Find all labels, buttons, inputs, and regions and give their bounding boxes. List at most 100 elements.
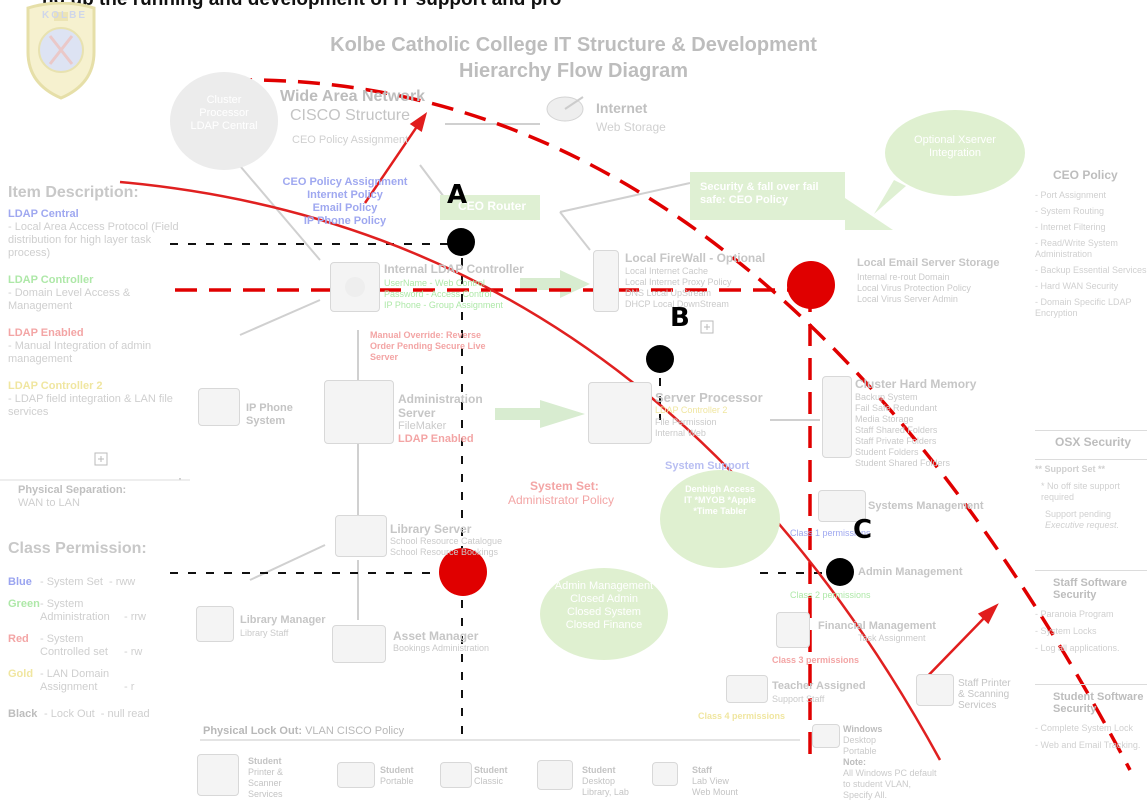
item-desc: - Domain Level Access & Management — [8, 287, 131, 312]
library-server-title: Library Server — [390, 522, 472, 536]
optional-xserver-label: Optional Xserver Integration — [914, 134, 996, 159]
admin-mgmt-bubble: Admin Management Closed Admin Closed Sys… — [540, 568, 668, 660]
bottom-item-title: Student — [582, 765, 616, 775]
note-line: All Windows PC default — [843, 768, 937, 778]
cluster-memory-line: Student Folders — [855, 447, 919, 457]
ceo-policy-list: CEO Policy Assignment Internet Policy Em… — [270, 176, 420, 228]
satellite-dish-icon — [543, 93, 591, 125]
admin-server-sub: FileMaker — [398, 420, 447, 432]
permission-color: Gold — [8, 668, 34, 680]
class2-label: Class 2 permissions — [790, 590, 871, 600]
cluster-memory-lines: Backup System Fail Safe Redundant Media … — [855, 392, 950, 469]
sidebar-item: - Complete System Lock — [1035, 723, 1134, 733]
email-lines: Internal re-rout Domain Local Virus Prot… — [857, 272, 971, 305]
sidebar-item: - Hard WAN Security — [1035, 281, 1119, 291]
bottom-item-title: Student — [474, 765, 508, 775]
library-server-line: School Resource Bookings — [390, 547, 499, 557]
separation-text: WAN to LAN — [18, 497, 80, 509]
optional-xserver-bubble: Optional Xserver Integration — [885, 110, 1025, 196]
firewall-lines: Local Internet Cache Local Internet Prox… — [625, 266, 732, 310]
sidebar-item: - Read/Write System Administration — [1035, 238, 1118, 259]
bottom-item: Student Printer & Scanner Services — [248, 756, 283, 800]
osx-support-set: ** Support Set ** — [1035, 459, 1147, 475]
college-logo — [20, 1, 102, 102]
denbigh-label: Denbigh Access IT *MYOB *Apple *Time Tab… — [683, 484, 756, 516]
class4-label: Class 4 permissions — [698, 711, 786, 721]
staff-software-section: Staff Software Security - Paranoia Progr… — [1035, 570, 1147, 654]
header-text: ng up the running and development of IT … — [42, 0, 561, 11]
systems-mgmt-icon — [818, 490, 866, 522]
security-highlight: CEO Policy — [728, 194, 789, 206]
bottom-item: Student Desktop Library, Lab — [582, 765, 629, 798]
security-box: Security & fall over fail safe: CEO Poli… — [690, 172, 845, 220]
staff-printer-label: Staff Printer & Scanning Services — [958, 678, 1011, 711]
osx-line: Support pending — [1045, 509, 1112, 519]
cluster-memory-icon — [822, 376, 852, 458]
ldap-controller-icon — [330, 262, 380, 312]
permission-label: - System Set — [40, 576, 103, 588]
email-line: Local Virus Server Admin — [857, 294, 958, 304]
permission-color: Blue — [8, 576, 32, 588]
permission-color: Black — [8, 708, 38, 720]
item-name: LDAP Controller — [8, 274, 94, 286]
library-manager-icon — [196, 606, 234, 642]
sidebar-item: - Log all applications. — [1035, 643, 1120, 653]
sidebar-item: - System Locks — [1035, 626, 1097, 636]
class3-label: Class 3 permissions — [772, 655, 860, 665]
server-processor-lines: File Permission Internal Web — [655, 417, 717, 439]
server-processor-icon — [588, 382, 652, 444]
admin-server-tag: LDAP Enabled — [398, 433, 474, 445]
ceo-router-label: CEO Router — [458, 199, 527, 213]
manual-override: Manual Override: Reverse Order Pending S… — [370, 330, 486, 362]
student-software-section: Student Software Security - Complete Sys… — [1035, 684, 1147, 751]
library-server-lines: School Resource Catalogue School Resourc… — [390, 536, 502, 558]
systems-mgmt-label: Systems Management — [868, 500, 984, 512]
asset-manager-sub: Bookings Administration — [393, 643, 490, 653]
class-permission-list: Blue - System Set - rww Green - System A… — [8, 576, 188, 721]
ceo-policy-heading: CEO Policy — [1053, 168, 1118, 182]
financial-mgmt-sub: Task Assignment — [858, 633, 926, 643]
item-name: LDAP Central — [8, 208, 79, 220]
separation-title: Physical Separation: — [18, 484, 127, 496]
denbigh-bubble: Denbigh Access IT *MYOB *Apple *Time Tab… — [660, 470, 780, 568]
bottom-item-line: Web Mount — [692, 787, 738, 797]
ceo-policy-line: IP Phone Policy — [303, 215, 387, 227]
sidebar-item: - Port Assignment — [1035, 190, 1107, 200]
permission-code: - r — [124, 681, 135, 693]
optional-bubble-tail — [874, 180, 906, 214]
permission-color: Green — [8, 598, 40, 610]
note-title: Note: — [843, 757, 866, 767]
cluster-memory-title: Cluster Hard Memory — [855, 377, 977, 391]
cluster-memory-line: Staff Shared Folders — [855, 425, 938, 435]
firewall-line: Local Internet Proxy Policy — [625, 277, 732, 287]
library-manager-sub: Library Staff — [240, 628, 289, 638]
windows-line: Desktop — [843, 735, 877, 745]
sidebar-item: - Domain Specific LDAP Encryption — [1035, 297, 1132, 318]
permission-color: Red — [8, 633, 29, 645]
cluster-processor-bubble: Cluster Processor LDAP Central — [170, 72, 278, 170]
server-processor-line: File Permission — [655, 417, 717, 427]
library-server-line: School Resource Catalogue — [390, 536, 503, 546]
cluster-memory-line: Student Shared Folders — [855, 458, 951, 468]
internet-sub: Web Storage — [596, 120, 666, 134]
wan-policy: CEO Policy Assignment — [292, 134, 409, 146]
ceo-policy-line: Email Policy — [312, 202, 378, 214]
note-line: Specify All. — [843, 790, 888, 800]
system-set-sub: Administrator Policy — [508, 493, 615, 507]
bottom-item: Student Classic — [474, 765, 508, 787]
sidebar-item: - Backup Essential Services — [1035, 265, 1147, 275]
admin-server-title: Administration Server — [398, 392, 483, 420]
windows-block: Windows Desktop Portable Note: All Windo… — [843, 724, 937, 801]
ceo-policy-line: Internet Policy — [307, 189, 383, 201]
windows-title: Windows — [843, 724, 883, 734]
admin-mgmt-bubble-label: Admin Management Closed Admin Closed Sys… — [554, 580, 654, 631]
server-processor-line: Internal Web — [655, 428, 706, 438]
financial-mgmt-icon — [776, 612, 810, 648]
permission-row: Blue - System Set - rww — [8, 576, 188, 589]
system-support: System Support — [665, 460, 750, 472]
permission-row: Red - System Controlled set - rw — [8, 633, 188, 659]
ceo-policy-line: CEO Policy Assignment — [282, 176, 408, 188]
diagram-title-line2: Hierarchy Flow Diagram — [459, 60, 688, 82]
permission-label: - LAN Domain Assignment — [40, 668, 110, 693]
